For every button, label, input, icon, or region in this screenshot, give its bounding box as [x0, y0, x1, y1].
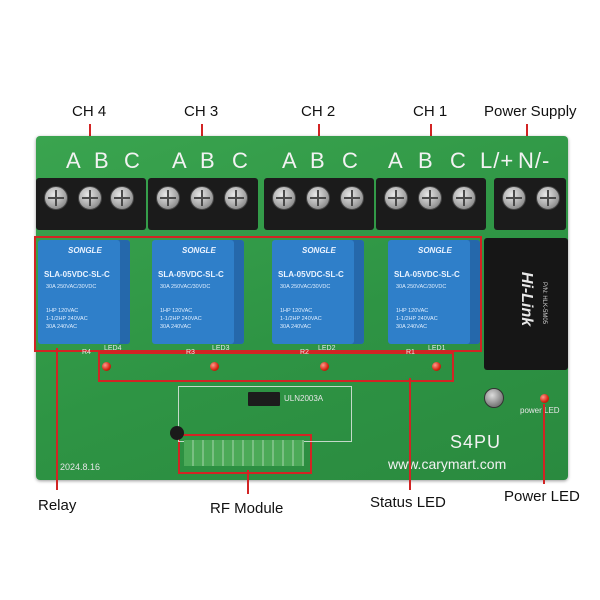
relay-spec: 1HP 120VAC	[396, 308, 429, 314]
status-led-ch3	[210, 362, 219, 371]
status-led-ch1	[432, 362, 441, 371]
capacitor	[484, 388, 504, 408]
rf-module-outline	[178, 386, 352, 442]
callout-power-led: Power LED	[504, 488, 580, 505]
relay-spec: 1HP 120VAC	[280, 308, 313, 314]
relay-brand: SONGLE	[68, 246, 102, 255]
screw-icon	[452, 186, 476, 210]
terminal-label-ch1-c: C	[450, 148, 467, 173]
led-ref-led3: LED3	[212, 345, 230, 352]
rf-antenna-coil	[170, 426, 184, 440]
screw-icon	[418, 186, 442, 210]
callout-power-supply: Power Supply	[484, 103, 577, 120]
relay-ch4: SONGLE SLA-05VDC-SL-C 30A 250VAC/30VDC 1…	[38, 240, 130, 344]
uln2003a-chip	[248, 392, 280, 406]
status-led-highlight-box	[98, 352, 454, 382]
terminal-label-ch3-c: C	[232, 148, 249, 173]
callout-ch2: CH 2	[301, 103, 336, 120]
relay-ch1: SONGLE SLA-05VDC-SL-C 30A 250VAC/30VDC 1…	[388, 240, 480, 344]
relay-model: SLA-05VDC-SL-C	[158, 270, 224, 279]
callout-relay: Relay	[38, 497, 77, 514]
relay-spec: 30A 240VAC	[280, 324, 312, 330]
relay-spec: 30A 250VAC/30VDC	[280, 284, 331, 290]
chip-label: ULN2003A	[284, 394, 324, 403]
power-module: Hi-Link P/N: HLK-5M05	[484, 238, 568, 370]
relay-spec: 30A 250VAC/30VDC	[46, 284, 97, 290]
screw-icon	[156, 186, 180, 210]
terminal-label-power-n: N/-	[518, 148, 551, 173]
relay-spec: 30A 240VAC	[396, 324, 428, 330]
terminal-label-ch4-a: A	[66, 148, 82, 173]
relay-brand: SONGLE	[182, 246, 216, 255]
screw-icon	[44, 186, 68, 210]
board-model: S4PU	[450, 432, 502, 452]
led-ref-led4: LED4	[104, 345, 122, 352]
relay-ch2: SONGLE SLA-05VDC-SL-C 30A 250VAC/30VDC 1…	[272, 240, 364, 344]
relay-spec: 30A 240VAC	[46, 324, 78, 330]
terminal-label-ch3-b: B	[200, 148, 216, 173]
screw-icon	[384, 186, 408, 210]
terminal-label-ch3-a: A	[172, 148, 188, 173]
screw-icon	[110, 186, 134, 210]
power-led	[540, 394, 549, 403]
screw-icon	[536, 186, 560, 210]
terminal-label-ch1-b: B	[418, 148, 434, 173]
relay-spec: 1-1/2HP 240VAC	[396, 316, 438, 322]
screw-icon	[272, 186, 296, 210]
rf-module-highlight-box	[178, 434, 312, 474]
power-led-silk-label: power LED	[520, 406, 560, 415]
callout-rf-module: RF Module	[210, 500, 284, 517]
rf-module	[184, 440, 304, 466]
callout-ch3: CH 3	[184, 103, 219, 120]
terminal-label-ch4-c: C	[124, 148, 141, 173]
status-led-ch2	[320, 362, 329, 371]
terminal-label-ch1-a: A	[388, 148, 404, 173]
terminal-label-power-l: L/+	[480, 148, 515, 173]
relay-model: SLA-05VDC-SL-C	[44, 270, 110, 279]
callout-status-led: Status LED	[370, 494, 446, 511]
relay-spec: 30A 250VAC/30VDC	[396, 284, 447, 290]
pointer-relay	[56, 348, 58, 490]
pointer-power-led	[543, 404, 545, 484]
board-website: www.carymart.com	[388, 456, 507, 472]
relay-ref-r2: R2	[300, 349, 309, 356]
relay-spec: 1-1/2HP 240VAC	[280, 316, 322, 322]
relay-model: SLA-05VDC-SL-C	[394, 270, 460, 279]
status-led-ch4	[102, 362, 111, 371]
relay-brand: SONGLE	[418, 246, 452, 255]
screw-icon	[306, 186, 330, 210]
screw-icon	[78, 186, 102, 210]
relay-model: SLA-05VDC-SL-C	[278, 270, 344, 279]
led-ref-led2: LED2	[318, 345, 336, 352]
terminal-label-ch2-a: A	[282, 148, 298, 173]
pointer-rf-module	[247, 470, 249, 494]
terminal-label-ch2-b: B	[310, 148, 326, 173]
screw-icon	[224, 186, 248, 210]
relay-spec: 30A 240VAC	[160, 324, 192, 330]
callout-ch1: CH 1	[413, 103, 448, 120]
relay-ref-r3: R3	[186, 349, 195, 356]
relay-spec: 1-1/2HP 240VAC	[160, 316, 202, 322]
relay-spec: 1HP 120VAC	[46, 308, 79, 314]
relay-ref-r1: R1	[406, 349, 415, 356]
callout-ch4: CH 4	[72, 103, 107, 120]
power-module-model: P/N: HLK-5M05	[541, 281, 547, 324]
led-ref-led1: LED1	[428, 345, 446, 352]
relay-spec: 1-1/2HP 240VAC	[46, 316, 88, 322]
pointer-status-led	[409, 378, 411, 490]
terminal-label-ch2-c: C	[342, 148, 359, 173]
relay-brand: SONGLE	[302, 246, 336, 255]
relay-spec: 30A 250VAC/30VDC	[160, 284, 211, 290]
screw-icon	[502, 186, 526, 210]
terminal-label-ch4-b: B	[94, 148, 110, 173]
screw-icon	[340, 186, 364, 210]
power-module-brand: Hi-Link	[518, 271, 535, 327]
relay-ref-r4: R4	[82, 349, 91, 356]
relay-highlight-box	[34, 236, 482, 352]
relay-spec: 1HP 120VAC	[160, 308, 193, 314]
board-date: 2024.8.16	[60, 462, 101, 472]
relay-ch3: SONGLE SLA-05VDC-SL-C 30A 250VAC/30VDC 1…	[152, 240, 244, 344]
screw-icon	[190, 186, 214, 210]
